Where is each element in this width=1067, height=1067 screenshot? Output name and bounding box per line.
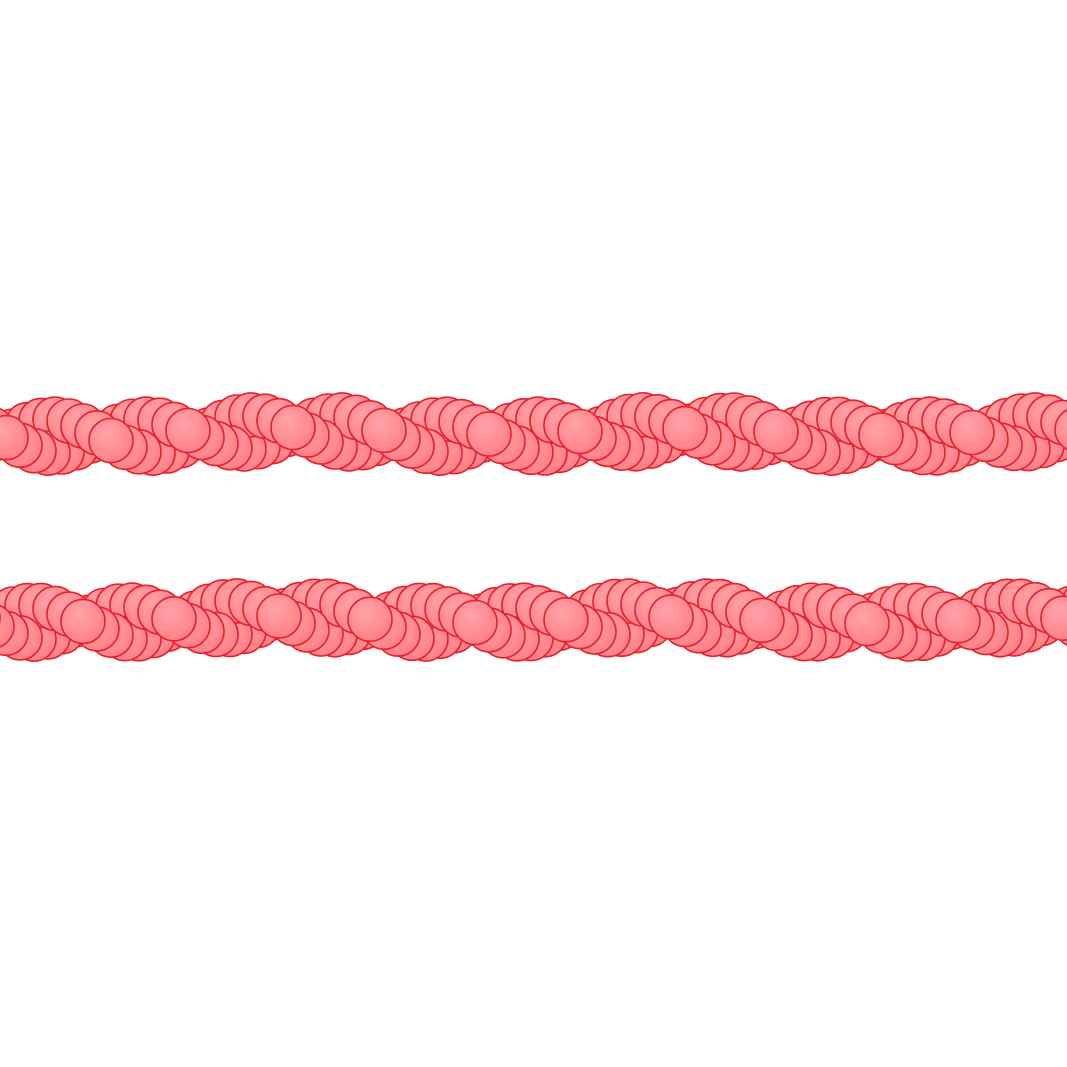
bead bbox=[935, 597, 981, 644]
bead bbox=[88, 417, 134, 464]
upper-bead-strand bbox=[0, 391, 1067, 476]
bead bbox=[1040, 595, 1067, 641]
bead bbox=[165, 407, 211, 454]
bead bbox=[844, 600, 890, 647]
bead bbox=[739, 597, 785, 644]
lower-bead-strand bbox=[0, 578, 1067, 662]
bead bbox=[452, 599, 498, 646]
bead bbox=[60, 598, 106, 645]
bead bbox=[0, 414, 29, 461]
bead bbox=[466, 411, 512, 457]
bead bbox=[151, 595, 197, 642]
bead bbox=[270, 404, 316, 451]
bead bbox=[753, 408, 799, 455]
bead bbox=[361, 407, 407, 454]
bead bbox=[557, 408, 603, 455]
bead bbox=[858, 412, 904, 458]
bead bbox=[543, 596, 589, 643]
bead bbox=[0, 604, 15, 648]
bead bbox=[662, 405, 708, 452]
bead bbox=[949, 409, 995, 456]
bead bbox=[1054, 409, 1067, 451]
bead bbox=[256, 593, 302, 639]
bead bbox=[347, 596, 393, 643]
bead bbox=[648, 594, 694, 640]
